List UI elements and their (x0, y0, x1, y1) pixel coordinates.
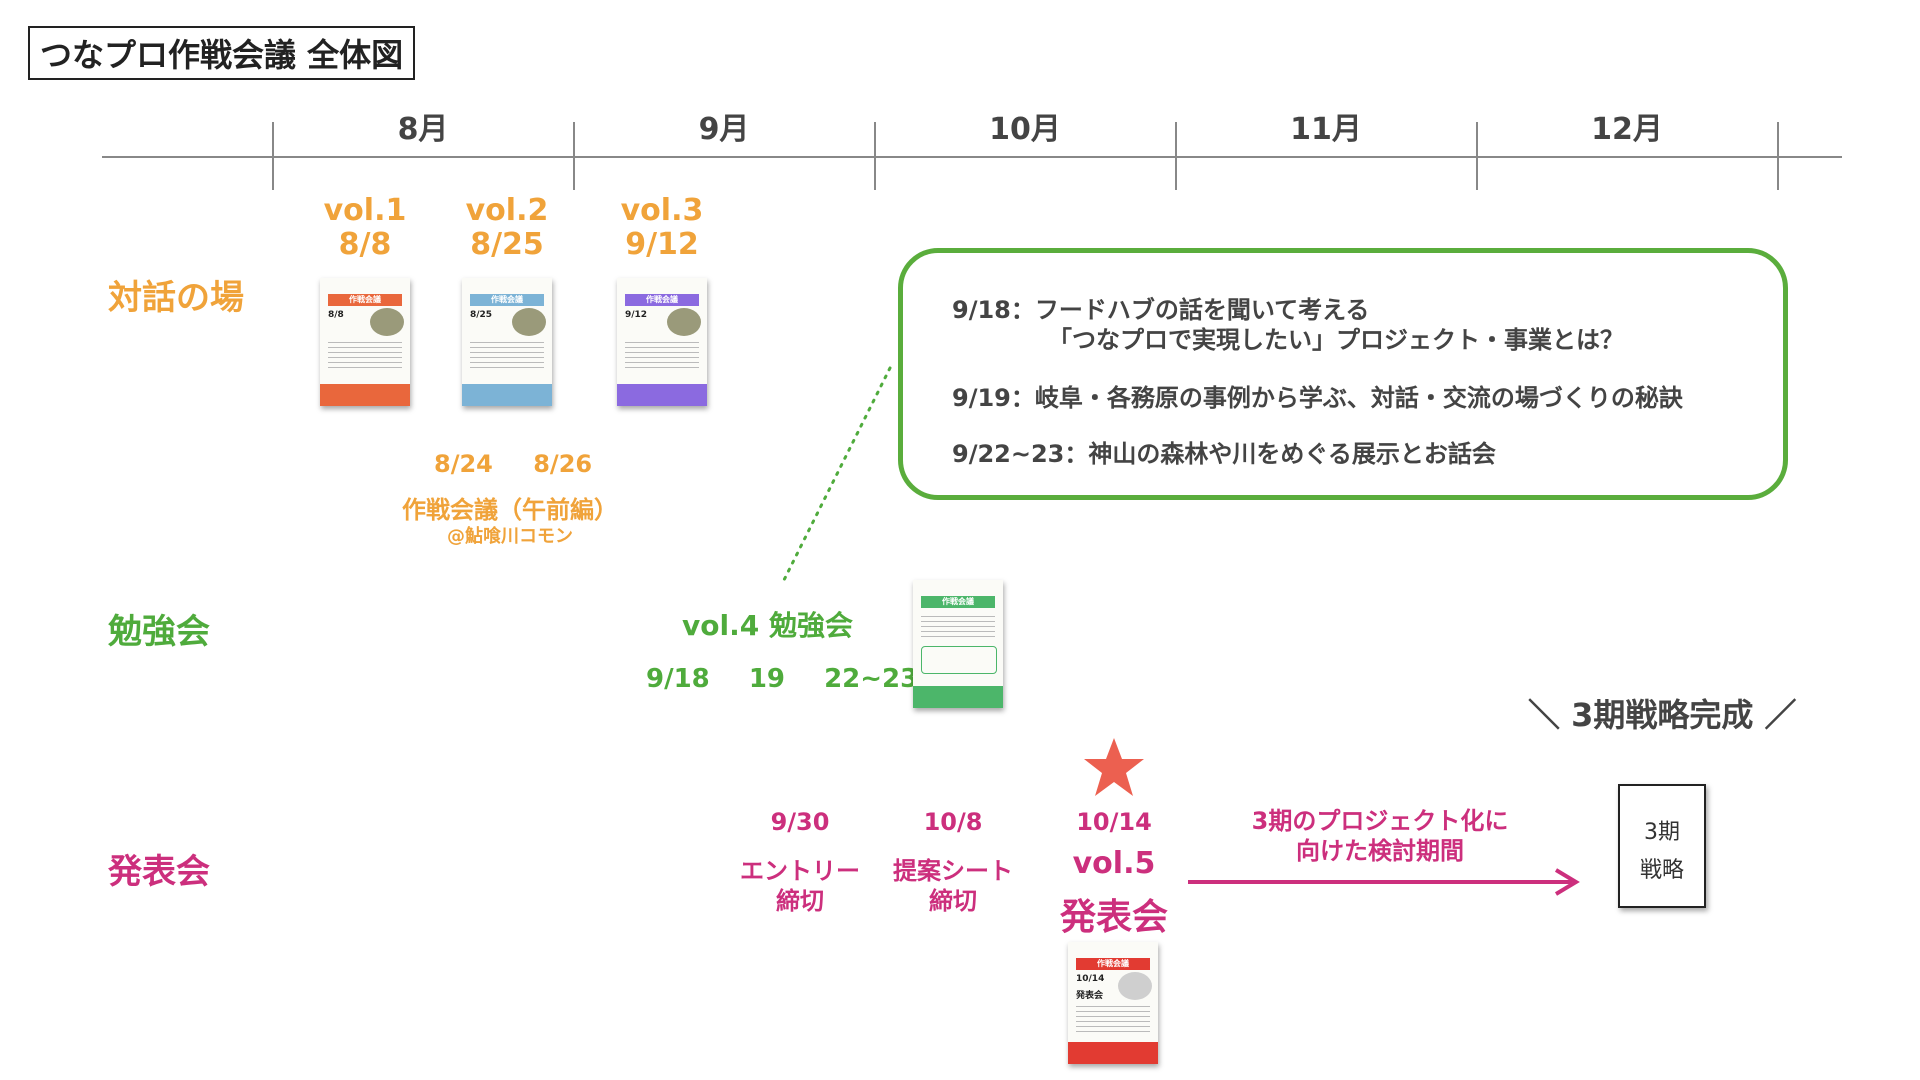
study-date: 19 (748, 664, 786, 694)
poster-footer (617, 384, 707, 406)
timeline-axis (102, 122, 1842, 190)
morning-date: 8/26 (533, 450, 593, 478)
row-label-presentation: 発表会 (108, 852, 210, 892)
poster-photo (370, 308, 404, 336)
milestone-label-line: 提案シート (893, 857, 1013, 885)
month-label-nov: 11月 (1290, 112, 1362, 147)
study-date: 22~23 (824, 664, 919, 694)
morning-session-name: 作戦会議（午前編） (402, 496, 618, 524)
poster-footer (913, 686, 1003, 708)
row-label-study: 勉強会 (108, 612, 210, 652)
strategy-box-line: 戦略 (1639, 858, 1684, 883)
poster-date: 8/8 (328, 310, 344, 320)
poster-illustration (1118, 972, 1152, 1000)
poster-title: 作戦会議 (1076, 958, 1150, 970)
poster-text-block (470, 342, 544, 372)
poster-vol2[interactable]: 作戦会議 8/25 (462, 278, 552, 406)
session-vol2: vol.2 8/25 (437, 194, 577, 262)
session-vol3: vol.3 9/12 (592, 194, 732, 262)
session-date: 8/8 (338, 227, 392, 262)
month-label-sep: 9月 (698, 112, 750, 147)
study-date: 9/18 (646, 664, 710, 694)
poster-text-block (921, 616, 995, 640)
session-vol-label: vol.2 (465, 193, 549, 228)
study-detail-2: 9/19：岐阜・各務原の事例から学ぶ、対話・交流の場づくりの秘訣 (952, 384, 1683, 412)
month-label-aug: 8月 (397, 112, 449, 147)
milestone-entry-date: 9/30 (770, 808, 830, 836)
milestone-entry-label: エントリー 締切 (730, 856, 870, 916)
poster-footer (320, 384, 410, 406)
session-vol-label: vol.3 (620, 193, 704, 228)
milestone-proposal-label: 提案シート 締切 (883, 856, 1023, 916)
milestone-label-line: 締切 (929, 887, 977, 915)
morning-session-venue: @鮎喰川コモン (447, 526, 573, 547)
event-date: 10/14 (1076, 808, 1152, 836)
poster-title: 作戦会議 (328, 294, 402, 306)
poster-photo (512, 308, 546, 336)
month-label-oct: 10月 (989, 112, 1061, 147)
poster-vol5[interactable]: 作戦会議 10/14 発表会 (1068, 942, 1158, 1064)
morning-session-dates: 8/24 8/26 (434, 450, 592, 478)
strategy-box: 3期 戦略 (1618, 784, 1706, 908)
review-period-arrow (1188, 868, 1580, 896)
poster-photo (667, 308, 701, 336)
milestone-label-line: 締切 (776, 887, 824, 915)
poster-schedule-block (921, 646, 997, 674)
poster-date: 8/25 (470, 310, 493, 320)
session-date: 9/12 (625, 227, 699, 262)
row-label-dialogue: 対話の場 (108, 278, 244, 318)
poster-title: 作戦会議 (921, 596, 995, 608)
milestone-label-line: エントリー (740, 857, 860, 885)
study-detail-1-sub: 「つなプロで実現したい」プロジェクト・事業とは？ (1048, 326, 1624, 354)
strategy-box-line: 3期 (1644, 820, 1680, 845)
month-label-dec: 12月 (1591, 112, 1663, 147)
study-session-title: vol.4 勉強会 (682, 609, 853, 642)
page-title: つなプロ作戦会議 全体図 (28, 26, 416, 80)
dotted-connector (780, 366, 892, 586)
star-icon (1084, 738, 1144, 796)
poster-date: 10/14 (1076, 974, 1105, 984)
poster-text-block (328, 342, 402, 372)
morning-date: 8/24 (434, 450, 493, 478)
review-period-label: 3期のプロジェクト化に 向けた検討期間 (1200, 806, 1560, 866)
poster-text-block (625, 342, 699, 372)
review-period-line: 3期のプロジェクト化に (1251, 807, 1509, 835)
poster-vol4[interactable]: 作戦会議 (913, 580, 1003, 708)
arrow-head (1554, 868, 1580, 896)
study-session-dates: 9/18 19 22~23 (646, 664, 918, 694)
milestone-proposal-date: 10/8 (923, 808, 983, 836)
study-detail-1: 9/18：フードハブの話を聞いて考える (952, 296, 1370, 324)
poster-vol3[interactable]: 作戦会議 9/12 (617, 278, 707, 406)
poster-vol1[interactable]: 作戦会議 8/8 (320, 278, 410, 406)
poster-footer (1068, 1042, 1158, 1064)
poster-text-block (1076, 1006, 1150, 1036)
poster-footer (462, 384, 552, 406)
poster-title: 作戦会議 (625, 294, 699, 306)
event-name: 発表会 (1059, 897, 1168, 938)
poster-date: 9/12 (625, 310, 648, 320)
strategy-completion-label: ＼ 3期戦略完成 ／ (1528, 696, 1797, 734)
session-vol1: vol.1 8/8 (295, 194, 435, 262)
session-vol-label: vol.1 (323, 193, 407, 228)
study-details-box (898, 248, 1788, 500)
review-period-line: 向けた検討期間 (1296, 837, 1464, 865)
poster-event-name: 発表会 (1076, 991, 1104, 1001)
session-date: 8/25 (470, 227, 544, 262)
study-detail-3: 9/22~23：神山の森林や川をめぐる展示とお話会 (952, 440, 1496, 468)
event-vol: vol.5 (1072, 846, 1156, 881)
poster-title: 作戦会議 (470, 294, 544, 306)
